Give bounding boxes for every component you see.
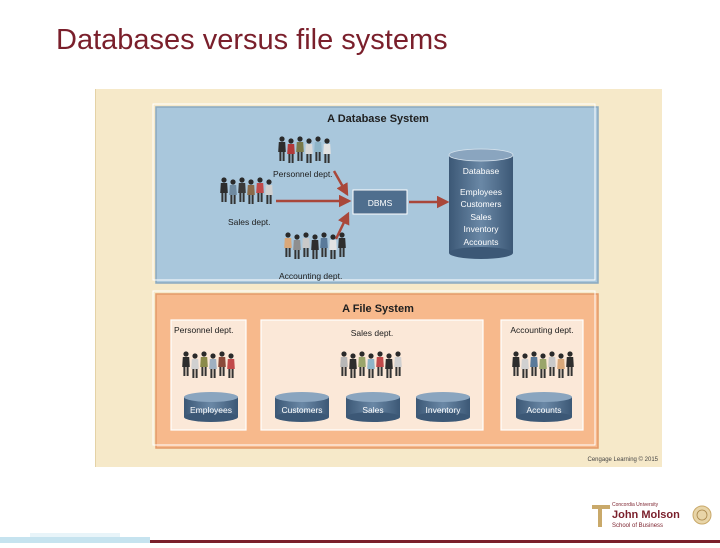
svg-text:School of Business: School of Business [612,523,663,529]
fs-customers-drum [275,392,329,422]
slide-title: Databases versus file systems [56,24,448,56]
dbms-label: DBMS [368,198,393,208]
database-cylinder [448,148,514,259]
fs-sales-drum [346,392,400,422]
database-item: Accounts [464,237,499,247]
personnel-to-dbms-arrow [332,170,349,197]
db-sales-label: Sales dept. [228,217,271,227]
image-credit: Cengage Learning © 2015 [588,456,659,463]
fs-accounts-drum [516,392,572,422]
fs-sales-label: Sales dept. [351,328,394,338]
fs-file-label: Employees [190,405,232,415]
fs-employees-drum [184,392,238,422]
database-label: Database [463,166,500,176]
database-item: Employees [460,187,502,197]
database-system-panel: A Database System Personnel dept. Sales … [152,103,599,284]
accounting-to-dbms-arrow [334,211,350,240]
database-item: Customers [460,199,501,209]
fs-file-label: Sales [362,405,383,415]
fs-accounting-label: Accounting dept. [510,325,573,335]
fs-inventory-drum [416,392,470,422]
database-item: Inventory [464,224,500,234]
figure-panel: A Database System Personnel dept. Sales … [95,89,662,467]
fs-file-label: Inventory [426,405,462,415]
db-personnel-label: Personnel dept. [273,169,333,179]
fs-personnel-label: Personnel dept. [174,325,234,335]
file-system-panel: A File System Personnel dept. Employees … [152,290,599,449]
dbms-box [352,189,408,215]
database-system-title: A Database System [327,113,429,125]
fs-file-label: Accounts [527,405,562,415]
db-accounting-label: Accounting dept. [279,271,342,281]
file-system-title: A File System [342,303,414,315]
fs-file-label: Customers [281,405,322,415]
database-item: Sales [470,212,491,222]
svg-text:John Molson: John Molson [612,509,680,521]
svg-text:Concordia University: Concordia University [612,502,659,508]
john-molson-logo: Concordia University John Molson School … [590,497,715,537]
